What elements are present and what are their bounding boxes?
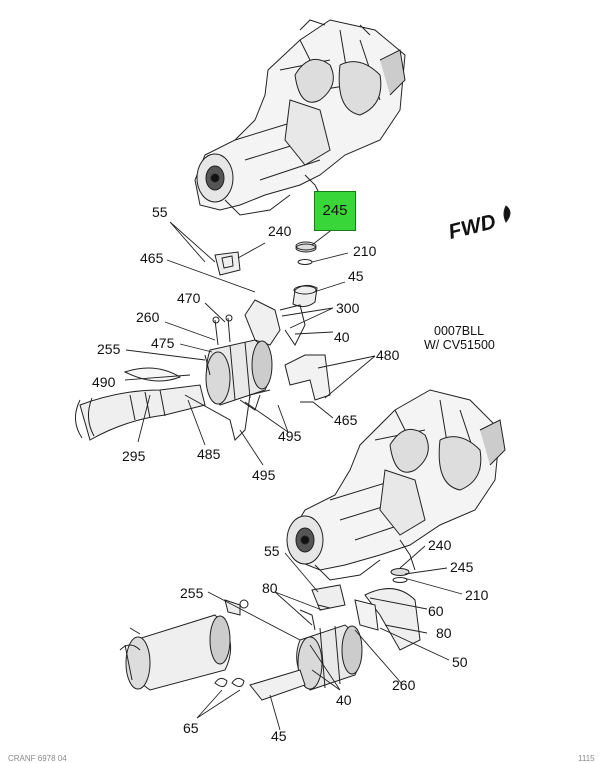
footer-left: CRANF 6978 04 [8, 754, 67, 763]
lower-engine-assembly [286, 389, 506, 581]
highlighted-part-callout[interactable]: 245 [314, 191, 356, 231]
lower-exhaust-parts [119, 568, 421, 701]
callout-485[interactable]: 485 [197, 446, 221, 462]
callout-210-upper[interactable]: 210 [353, 243, 377, 259]
upper-exhaust-parts [75, 241, 331, 441]
callout-245-lower[interactable]: 245 [450, 559, 474, 575]
callout-255-lower[interactable]: 255 [180, 585, 204, 601]
callout-80-upper[interactable]: 80 [262, 580, 278, 596]
callout-55-lower[interactable]: 55 [264, 543, 280, 559]
callout-40-upper[interactable]: 40 [334, 329, 350, 345]
callout-480[interactable]: 480 [376, 347, 400, 363]
callout-45-lower[interactable]: 45 [271, 728, 287, 744]
callout-80-lower[interactable]: 80 [436, 625, 452, 641]
callout-495-a[interactable]: 495 [278, 428, 302, 444]
footer-right: 1115 [578, 754, 595, 763]
callout-255-upper[interactable]: 255 [97, 341, 121, 357]
callout-240-upper[interactable]: 240 [268, 223, 292, 239]
callout-40-lower[interactable]: 40 [336, 692, 352, 708]
callout-495-b[interactable]: 495 [252, 467, 276, 483]
callout-45-upper[interactable]: 45 [348, 268, 364, 284]
note-line-1: 0007BLL [434, 324, 485, 338]
callout-65[interactable]: 65 [183, 720, 199, 736]
callout-295[interactable]: 295 [122, 448, 146, 464]
callout-55-upper[interactable]: 55 [152, 204, 168, 220]
callout-465-lower[interactable]: 465 [334, 412, 358, 428]
callout-260-upper[interactable]: 260 [136, 309, 160, 325]
fwd-arrow [503, 205, 511, 223]
callout-465-upper[interactable]: 465 [140, 250, 164, 266]
note-line-2: W/ CV51500 [424, 338, 495, 352]
callout-475[interactable]: 475 [151, 335, 175, 351]
upper-engine-assembly [194, 19, 406, 216]
callout-470[interactable]: 470 [177, 290, 201, 306]
callout-300[interactable]: 300 [336, 300, 360, 316]
callout-260-lower[interactable]: 260 [392, 677, 416, 693]
callout-240-lower[interactable]: 240 [428, 537, 452, 553]
callout-50[interactable]: 50 [452, 654, 468, 670]
callout-60[interactable]: 60 [428, 603, 444, 619]
callout-490[interactable]: 490 [92, 374, 116, 390]
callout-210-lower[interactable]: 210 [465, 587, 489, 603]
